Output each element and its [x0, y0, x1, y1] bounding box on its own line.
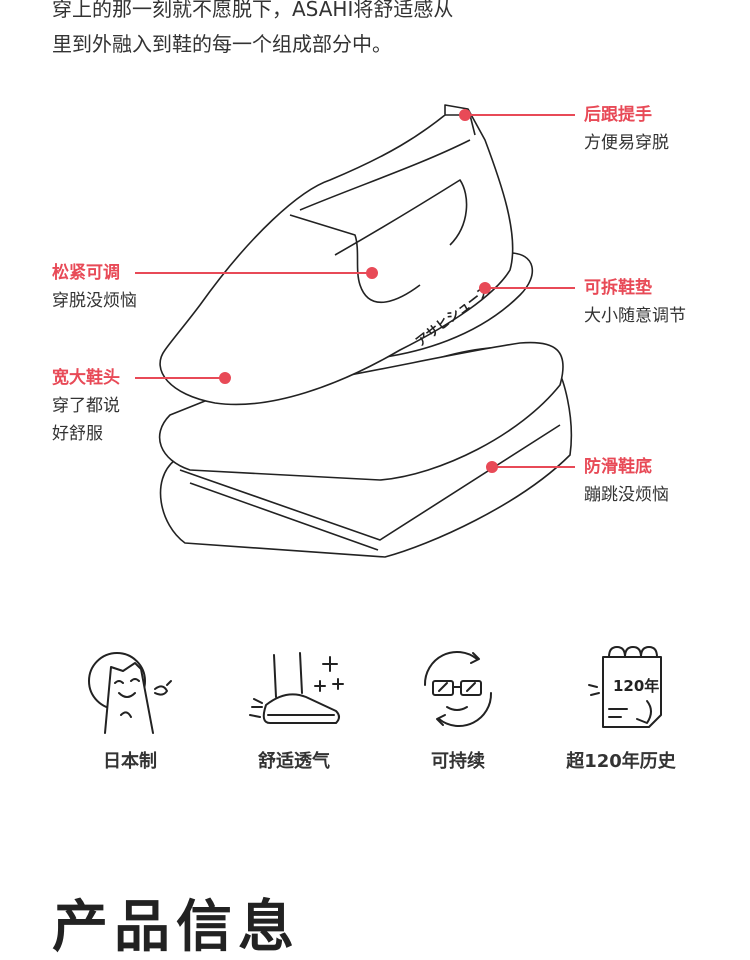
feature-comfort: 舒适透气 [219, 645, 369, 773]
callout-heel-tab-title: 后跟提手 [584, 105, 652, 125]
callout-insole: 可拆鞋垫 大小随意调节 [584, 274, 686, 330]
callout-elastic-desc: 穿脱没烦恼 [52, 291, 137, 311]
callout-sole-desc: 蹦跳没烦恼 [584, 485, 669, 505]
shoe-exploded-diagram: アサヒシューズ 后跟提手 方便易穿脱 松紧可调 穿脱没烦恼 可拆鞋垫 大小随意调… [0, 85, 750, 585]
callout-elastic: 松紧可调 穿脱没烦恼 [52, 259, 137, 315]
intro-text: 穿上的那一刻就不愿脱下，ASAHI将舒适感从 里到外融入到鞋的每一个组成部分中。 [52, 0, 672, 62]
callout-heel-tab-desc: 方便易穿脱 [584, 133, 669, 153]
callout-toe-title: 宽大鞋头 [52, 368, 120, 388]
callout-insole-title: 可拆鞋垫 [584, 278, 652, 298]
sustainable-icon [423, 650, 493, 728]
intro-line-2: 里到外融入到鞋的每一个组成部分中。 [52, 32, 392, 56]
callout-toe: 宽大鞋头 穿了都说 好舒服 [52, 364, 120, 448]
midsole-shape [158, 341, 564, 481]
calendar-badge-text: 120年 [613, 677, 659, 695]
feature-japan: 日本制 [55, 645, 205, 773]
comfort-shoe-icon [249, 652, 344, 724]
callout-insole-desc: 大小随意调节 [584, 306, 686, 326]
section-title-product-info: 产品信息 [52, 895, 300, 960]
callout-sole-title: 防滑鞋底 [584, 457, 652, 477]
feature-sustainable: 可持续 [383, 645, 533, 773]
shoe-illustration: アサヒシューズ [135, 104, 575, 558]
callout-toe-desc-1: 穿了都说 [52, 396, 120, 416]
feature-japan-label: 日本制 [103, 751, 157, 772]
callout-elastic-title: 松紧可调 [52, 263, 120, 283]
feature-comfort-label: 舒适透气 [258, 751, 330, 772]
callout-sole: 防滑鞋底 蹦跳没烦恼 [584, 453, 669, 509]
feature-sustainable-label: 可持续 [431, 751, 485, 772]
intro-line-1: 穿上的那一刻就不愿脱下，ASAHI将舒适感从 [52, 0, 454, 21]
feature-history: 120年 超120年历史 [546, 645, 696, 773]
callout-toe-desc-2: 好舒服 [52, 424, 103, 444]
japan-mascot-icon [88, 652, 172, 734]
feature-icons-row: 日本制 舒适透气 [0, 645, 750, 775]
callout-heel-tab: 后跟提手 方便易穿脱 [584, 101, 669, 157]
feature-history-label: 超120年历史 [566, 751, 676, 772]
calendar-120-icon: 120年 [588, 646, 662, 728]
